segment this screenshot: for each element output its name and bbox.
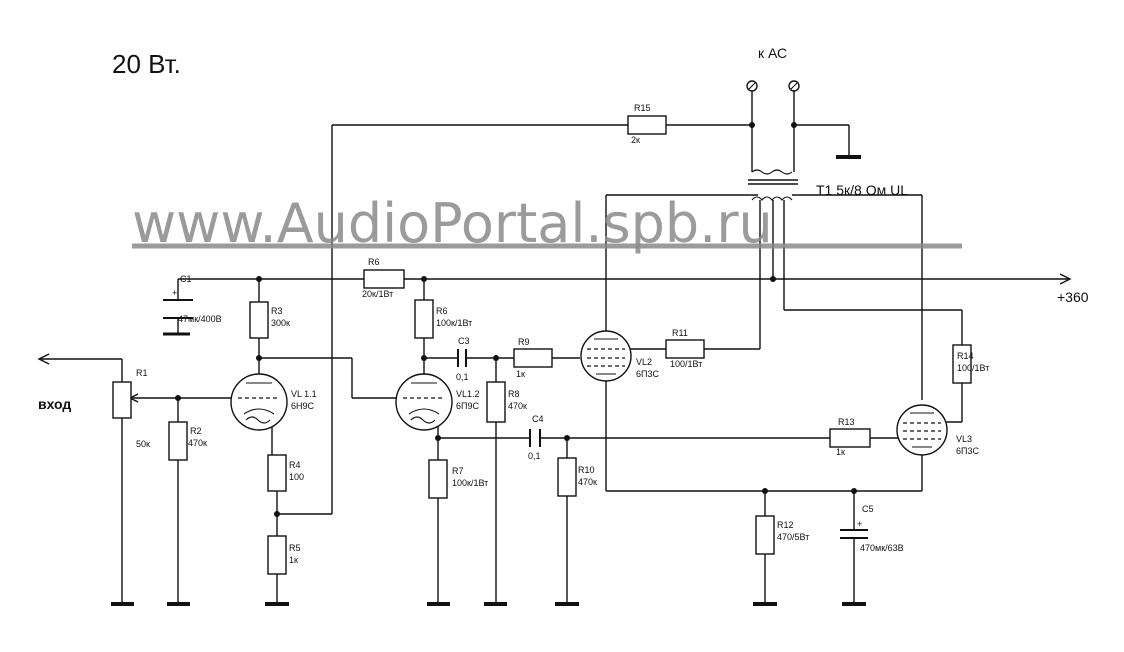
label-vl2-ref: VL2 bbox=[636, 357, 652, 367]
label-r7-value: 100к/1Вт bbox=[452, 478, 488, 488]
label-r6a-ref: R6 bbox=[368, 257, 380, 267]
resistor-r6 bbox=[414, 299, 434, 339]
label-r11-ref: R11 bbox=[672, 328, 688, 338]
label-r3-ref: R3 bbox=[271, 306, 283, 316]
label-c1-ref: C1 bbox=[180, 274, 192, 284]
label-vl2-value: 6П3С bbox=[636, 369, 659, 379]
resistor-r5 bbox=[267, 535, 287, 575]
tubes bbox=[230, 330, 948, 456]
label-r4-ref: R4 bbox=[289, 460, 301, 470]
label-r6b-value: 100к/1Вт bbox=[436, 318, 472, 328]
capacitor-c3 bbox=[457, 349, 467, 367]
speaker-label: к АС bbox=[758, 45, 787, 61]
junction-dots bbox=[175, 122, 857, 517]
component-labels: C1 47мк/400В R1 50к R2 470к R3 300к R4 1… bbox=[136, 103, 989, 565]
label-c4-value: 0,1 bbox=[528, 451, 541, 461]
resistor-r14 bbox=[952, 344, 972, 384]
label-r7-ref: R7 bbox=[452, 466, 464, 476]
label-r12-ref: R12 bbox=[777, 520, 794, 530]
label-r3-value: 300к bbox=[271, 318, 290, 328]
label-r1-value: 50к bbox=[136, 439, 150, 449]
ground-symbols bbox=[111, 155, 866, 606]
label-r1-ref: R1 bbox=[136, 368, 148, 378]
output-transformer bbox=[748, 169, 798, 201]
tube-vl12 bbox=[395, 373, 453, 431]
label-r13-ref: R13 bbox=[838, 417, 855, 427]
capacitors: + + bbox=[163, 288, 868, 539]
resistor-r8 bbox=[486, 381, 506, 423]
label-r10-value: 470к bbox=[578, 477, 597, 487]
resistor-r6-series bbox=[363, 269, 405, 289]
label-r2-value: 470к bbox=[188, 438, 207, 448]
label-r15-ref: R15 bbox=[634, 103, 651, 113]
resistor-r13 bbox=[829, 428, 871, 448]
resistor-r10 bbox=[557, 457, 577, 497]
resistor-r12 bbox=[755, 515, 775, 555]
svg-text:+: + bbox=[172, 288, 177, 298]
input-label: вход bbox=[38, 396, 71, 412]
resistor-r11 bbox=[665, 339, 705, 359]
label-r11-value: 100/1Вт bbox=[670, 359, 702, 369]
label-vl12-ref: VL1.2 bbox=[456, 389, 480, 399]
label-vl3-ref: VL3 bbox=[956, 434, 972, 444]
label-r5-ref: R5 bbox=[289, 543, 301, 553]
resistor-r4 bbox=[267, 454, 287, 492]
transformer-label: T1 5к/8 Ом UL bbox=[816, 182, 908, 198]
label-r4-value: 100 bbox=[289, 472, 304, 482]
resistor-r9 bbox=[513, 348, 553, 368]
label-c4-ref: C4 bbox=[532, 414, 544, 424]
capacitor-c1: + bbox=[163, 288, 193, 319]
resistor-r2 bbox=[168, 421, 188, 461]
label-c5-ref: C5 bbox=[862, 504, 874, 514]
capacitor-c4 bbox=[529, 429, 541, 447]
label-c1-value: 47мк/400В bbox=[178, 314, 222, 324]
label-r5-value: 1к bbox=[289, 555, 298, 565]
tube-vl3 bbox=[896, 404, 948, 456]
label-r2-ref: R2 bbox=[190, 426, 202, 436]
label-r9-ref: R9 bbox=[518, 337, 530, 347]
label-vl12-value: 6П9С bbox=[456, 401, 479, 411]
tube-vl2 bbox=[580, 330, 632, 382]
label-r13-value: 1к bbox=[836, 447, 845, 457]
resistors bbox=[112, 115, 972, 575]
label-c3-value: 0,1 bbox=[456, 372, 469, 382]
label-r8-value: 470к bbox=[508, 401, 527, 411]
watermark: www.AudioPortal.spb.ru bbox=[132, 192, 962, 255]
label-r6a-value: 20к/1Вт bbox=[362, 289, 393, 299]
label-r6b-ref: R6 bbox=[436, 306, 448, 316]
svg-text:+: + bbox=[857, 519, 862, 529]
label-r15-value: 2к bbox=[631, 135, 640, 145]
label-r8-ref: R8 bbox=[508, 389, 520, 399]
resistor-r7 bbox=[428, 459, 448, 499]
capacitor-c5: + bbox=[840, 519, 868, 539]
label-r12-value: 470/5Вт bbox=[777, 532, 809, 542]
speaker-terminals bbox=[746, 80, 800, 92]
label-r10-ref: R10 bbox=[578, 465, 595, 475]
schematic-title: 20 Вт. bbox=[112, 49, 181, 79]
label-r14-ref: R14 bbox=[957, 351, 974, 361]
supply-label: +360 bbox=[1057, 289, 1089, 305]
resistor-r15 bbox=[627, 115, 667, 135]
label-vl3-value: 6П3С bbox=[956, 446, 979, 456]
wires bbox=[37, 90, 1072, 603]
resistor-r3 bbox=[249, 301, 269, 339]
label-vl11-value: 6Н9С bbox=[291, 401, 315, 411]
label-c3-ref: C3 bbox=[458, 336, 470, 346]
label-vl11-ref: VL 1.1 bbox=[291, 389, 317, 399]
label-c5-value: 470мк/63В bbox=[860, 543, 904, 553]
label-r14-value: 100/1Вт bbox=[957, 363, 989, 373]
tube-vl11 bbox=[230, 373, 288, 431]
resistor-r1 bbox=[112, 381, 132, 419]
label-r9-value: 1к bbox=[516, 369, 525, 379]
